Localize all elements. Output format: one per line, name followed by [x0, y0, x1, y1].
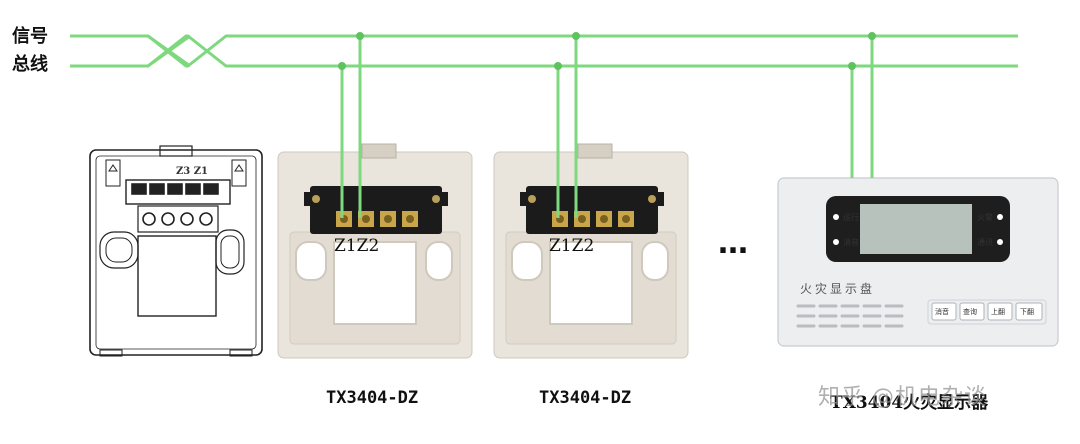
panel-model-label: TX3404火灾显示器	[830, 393, 989, 413]
module-2-body	[493, 143, 689, 359]
bus-junctions	[338, 32, 876, 70]
watermark: 知乎 @机电杂谈	[818, 385, 987, 410]
module-1-body	[277, 143, 473, 359]
module-2-terminal-label: Z1Z2	[549, 236, 595, 256]
bus-drops	[340, 36, 874, 218]
fire-display-panel	[777, 177, 1059, 347]
indicator-label-run: 运行	[843, 213, 859, 222]
indicator-label-silence: 消音	[843, 238, 859, 247]
panel-button-silence: 消音	[935, 308, 949, 316]
indicator-label-fire: 火警	[977, 213, 993, 222]
panel-title: 火灾显示盘	[800, 282, 876, 296]
module-1-model-label: TX3404-DZ	[326, 388, 419, 408]
panel-button-page-down: 下翻	[1020, 308, 1034, 316]
bus-label-line1: 信号	[12, 26, 48, 47]
module-1-terminal-label: Z1Z2	[334, 236, 380, 256]
indicator-label-comm: 通讯	[977, 238, 993, 247]
module-outline-drawing	[89, 145, 263, 357]
bus-label-line2: 总线	[12, 54, 48, 75]
signal-bus	[70, 34, 191, 68]
panel-button-query: 查询	[963, 308, 977, 316]
more-devices-ellipsis: …	[718, 226, 750, 261]
bus-lines	[70, 34, 1018, 68]
outline-terminal-label: Z3 Z1	[176, 166, 208, 177]
module-2-model-label: TX3404-DZ	[539, 388, 632, 408]
panel-button-page-up: 上翻	[991, 308, 1005, 316]
